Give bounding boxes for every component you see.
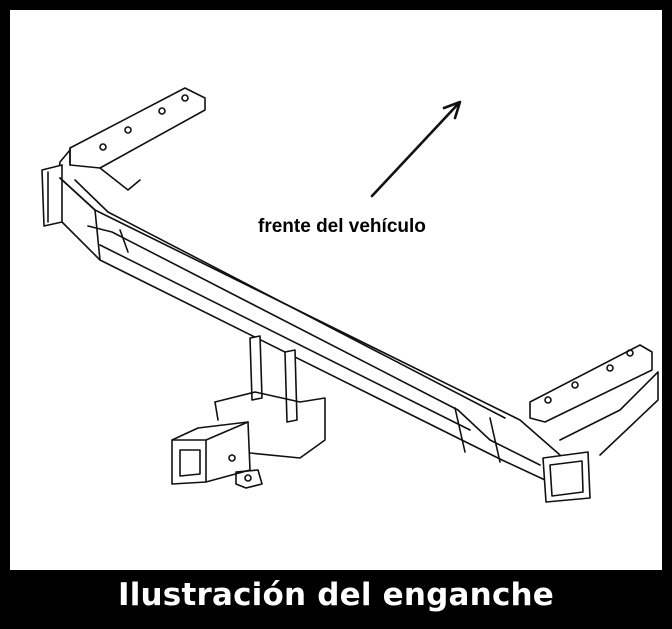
receiver-support (214, 335, 326, 459)
caption-bar: Ilustración del enganche (10, 570, 662, 619)
caption-title: Ilustración del enganche (117, 576, 555, 613)
front-of-vehicle-label: frente del vehículo (258, 216, 426, 237)
left-mount-bracket (57, 87, 206, 191)
right-end-cap (542, 451, 591, 503)
arrow-up-right-icon (370, 100, 462, 198)
receiver-tube (171, 421, 251, 485)
safety-chain-loop (235, 469, 263, 489)
right-mount-bracket (529, 344, 659, 456)
left-end-cap (41, 164, 63, 227)
